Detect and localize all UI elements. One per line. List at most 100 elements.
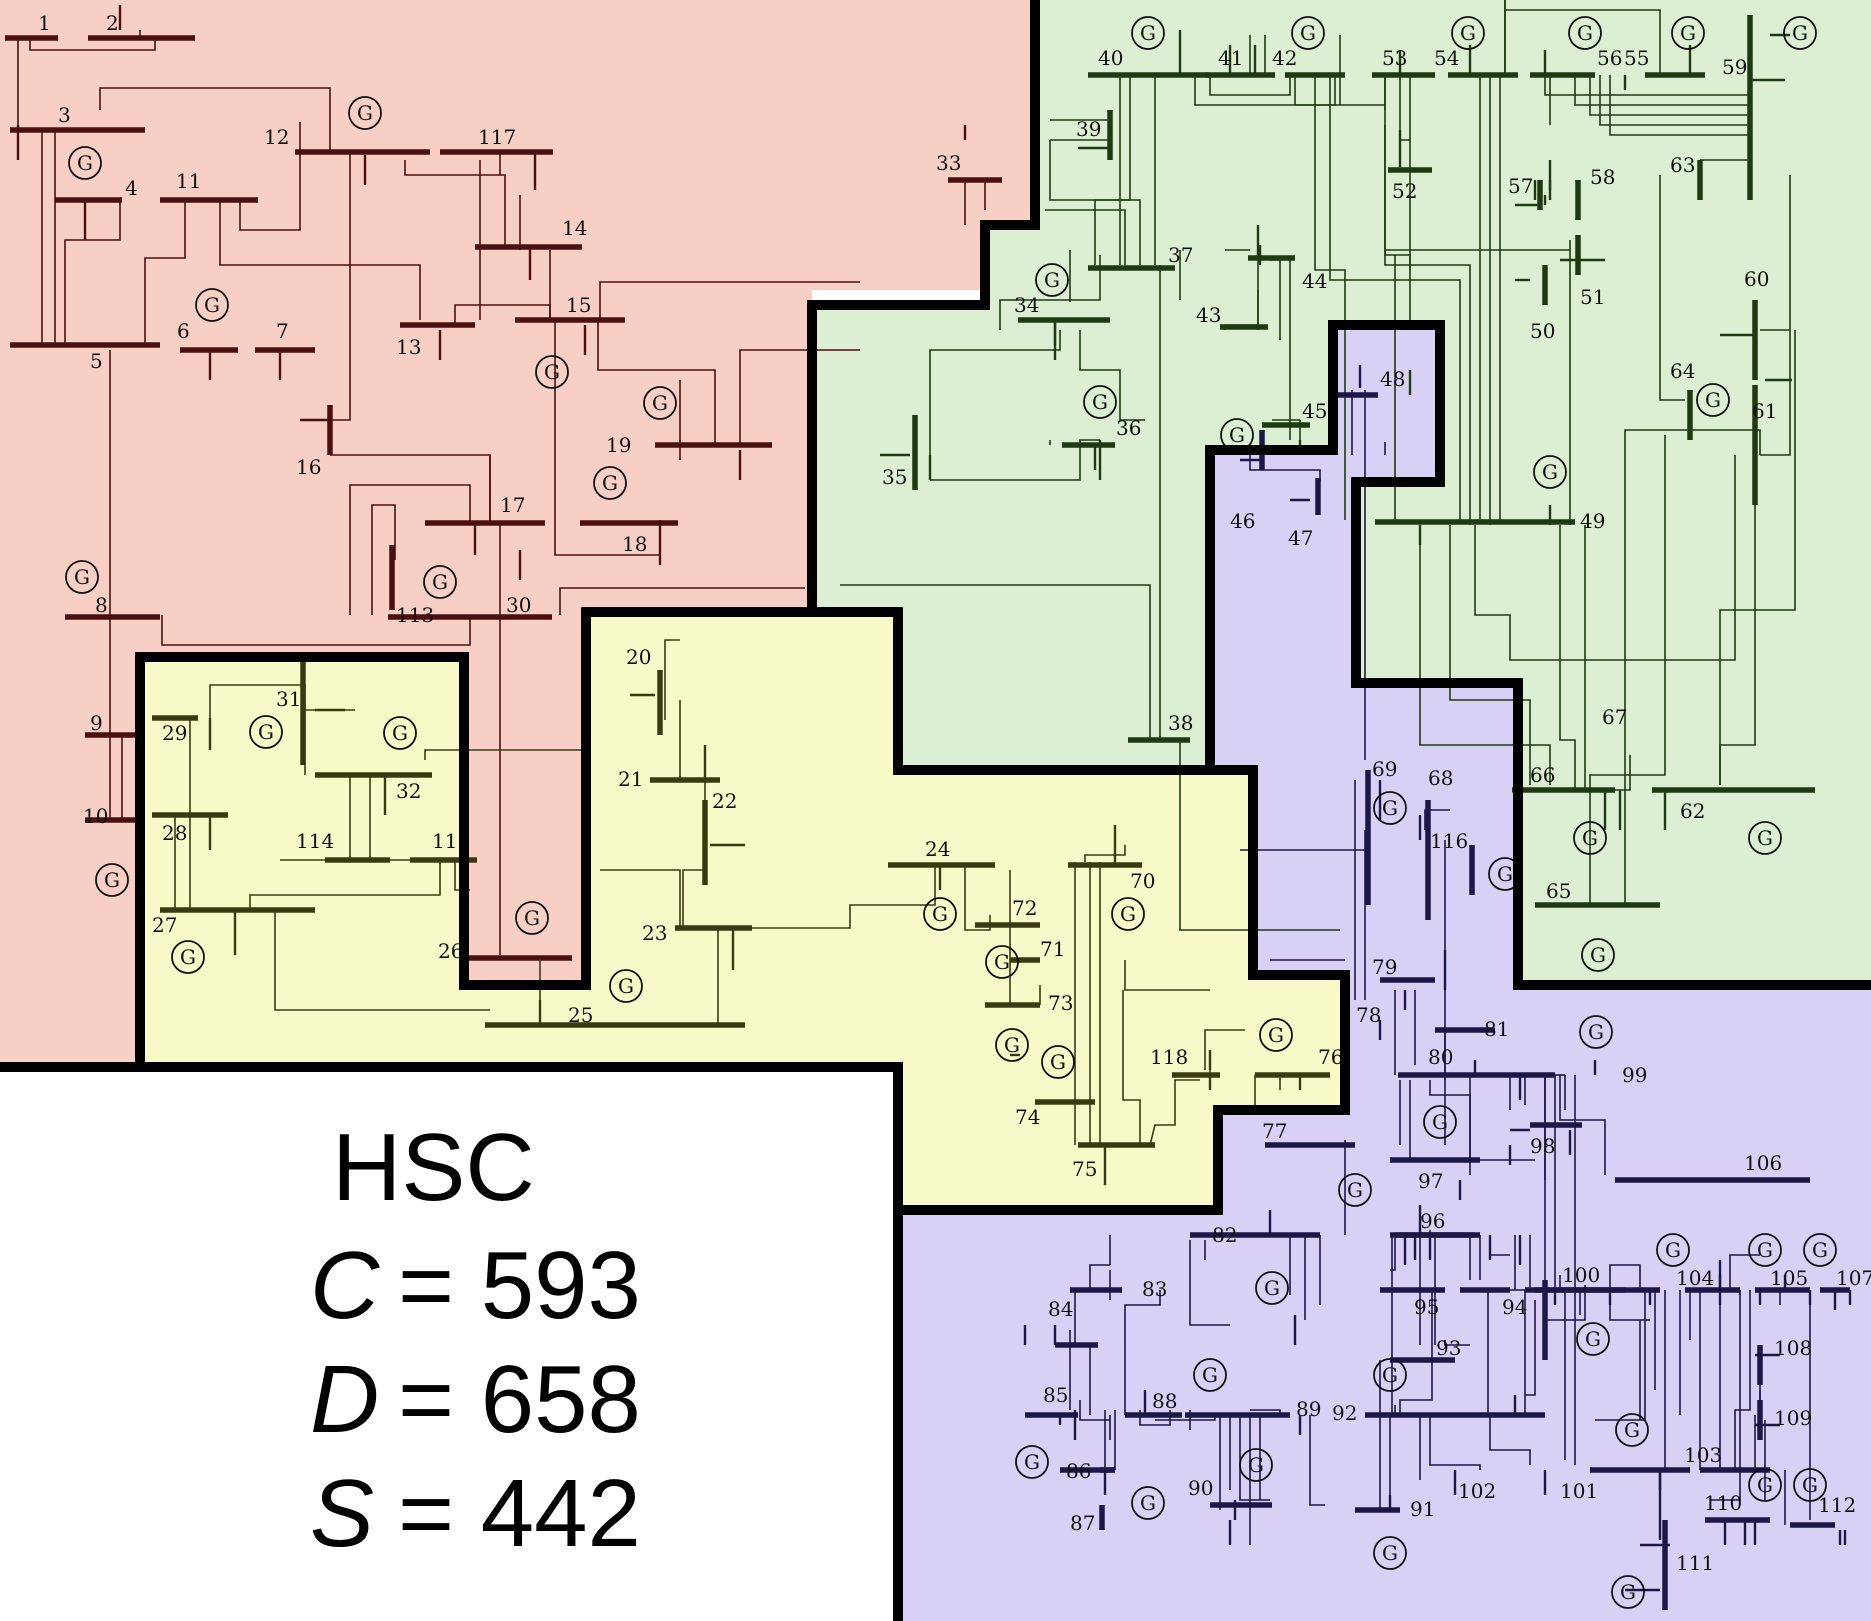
bus-label-8: 8	[95, 593, 108, 617]
generator-letter-19: G	[1542, 460, 1558, 484]
info-s-value: = 442	[398, 1460, 641, 1567]
generator-letter-42: G	[1665, 1238, 1681, 1262]
bus-label-63: 63	[1670, 153, 1695, 177]
generator-letter-31: G	[1004, 1033, 1020, 1057]
bus-label-100: 100	[1562, 1263, 1600, 1287]
bus-label-106: 106	[1744, 1151, 1782, 1175]
generator-letter-16: G	[1792, 21, 1808, 45]
bus-label-73: 73	[1048, 991, 1073, 1015]
bus-label-69: 69	[1372, 757, 1397, 781]
generator-letter-35: G	[1382, 796, 1398, 820]
generators	[65, 16, 1837, 1609]
bus-label-51: 51	[1580, 285, 1605, 309]
bus-label-45: 45	[1302, 399, 1327, 423]
bus-label-7: 7	[276, 319, 289, 343]
generator-letter-6: G	[602, 471, 618, 495]
generator-red	[65, 96, 677, 935]
generator-letter-30: G	[994, 950, 1010, 974]
generator-letter-27: G	[618, 974, 634, 998]
generator-letter-49: G	[1624, 1418, 1640, 1442]
bus-label-6: 6	[177, 319, 190, 343]
bus-label-52: 52	[1392, 179, 1417, 203]
bus-label-87: 87	[1070, 1511, 1095, 1535]
purple-zone-network	[1023, 365, 1852, 1610]
bus-label-21: 21	[618, 767, 643, 791]
bus-label-117: 117	[478, 125, 516, 149]
generator-letter-13: G	[1460, 21, 1476, 45]
generator-letter-7: G	[432, 570, 448, 594]
bus-label-5: 5	[90, 349, 103, 373]
generator-letter-33: G	[1268, 1023, 1284, 1047]
generator-letter-52: G	[1757, 1473, 1773, 1497]
bus-label-95: 95	[1414, 1295, 1439, 1319]
generator-letter-9: G	[104, 868, 120, 892]
bus-label-17: 17	[500, 493, 525, 517]
generator-letter-32: G	[1050, 1050, 1066, 1074]
bus-label-3: 3	[58, 103, 71, 127]
info-panel: HSC C = 593 D = 658 S = 442	[310, 1114, 641, 1567]
bus-label-103: 103	[1684, 1443, 1722, 1467]
bus-label-94: 94	[1502, 1295, 1527, 1319]
bus-label-60: 60	[1744, 267, 1769, 291]
bus-label-86: 86	[1066, 1459, 1091, 1483]
bus-label-76: 76	[1318, 1045, 1343, 1069]
generator-letter-4: G	[544, 360, 560, 384]
bus-label-83: 83	[1142, 1277, 1167, 1301]
bus-label-99: 99	[1622, 1063, 1647, 1087]
generator-letter-10: G	[524, 906, 540, 930]
bus-label-109: 109	[1774, 1406, 1812, 1430]
bus-label-98: 98	[1530, 1134, 1555, 1158]
red-zone-network	[5, 5, 1002, 961]
info-c-value: = 593	[398, 1232, 641, 1339]
bus-label-67: 67	[1602, 705, 1627, 729]
generator-letter-11: G	[1140, 21, 1156, 45]
bus-label-30: 30	[506, 593, 531, 617]
bus-label-97: 97	[1418, 1169, 1443, 1193]
generator-green	[1035, 16, 1817, 972]
info-panel-background	[0, 1067, 898, 1621]
bus-label-43: 43	[1196, 303, 1221, 327]
bus-label-34: 34	[1014, 293, 1039, 317]
generator-letter-3: G	[204, 293, 220, 317]
bus-label-40: 40	[1098, 46, 1123, 70]
bus-label-15: 15	[566, 293, 591, 317]
bus-label-23: 23	[642, 921, 667, 945]
bus-label-11: 11	[176, 169, 201, 193]
generator-letter-37: G	[1588, 1020, 1604, 1044]
bus-label-91: 91	[1410, 1497, 1435, 1521]
generator-letter-43: G	[1757, 1238, 1773, 1262]
generator-letter-46: G	[1382, 1363, 1398, 1387]
bus-label-105: 105	[1770, 1266, 1808, 1290]
bus-label-113: 113	[396, 603, 434, 627]
bus-label-47: 47	[1288, 526, 1313, 550]
green-zone	[812, 0, 1871, 985]
bus-label-18: 18	[622, 532, 647, 556]
bus-label-70: 70	[1130, 869, 1155, 893]
bus-label-79: 79	[1372, 955, 1397, 979]
bus-label-116: 116	[1430, 829, 1468, 853]
generator-letter-22: G	[1757, 826, 1773, 850]
yellow-zone-network	[152, 639, 1330, 1185]
bus-label-61: 61	[1752, 399, 1777, 423]
bus-label-19: 19	[606, 433, 631, 457]
bus-label-33: 33	[936, 151, 961, 175]
bus-label-89: 89	[1296, 1397, 1321, 1421]
bus-label-112: 112	[1818, 1493, 1856, 1517]
generator-letter-44: G	[1812, 1238, 1828, 1262]
bus-label-22: 22	[712, 789, 737, 813]
generator-letter-51: G	[1382, 1541, 1398, 1565]
bus-label-92: 92	[1332, 1401, 1357, 1425]
bus-label-10: 10	[83, 804, 108, 828]
info-d-value: = 658	[398, 1346, 641, 1453]
bus-label-54: 54	[1434, 46, 1459, 70]
generator-letter-5: G	[652, 391, 668, 415]
bus-label-27: 27	[152, 913, 177, 937]
bus-label-82: 82	[1212, 1223, 1237, 1247]
bus-label-102: 102	[1458, 1479, 1496, 1503]
info-d-variable: D	[310, 1346, 379, 1453]
bus-label-77: 77	[1262, 1119, 1287, 1143]
bus-label-62: 62	[1680, 799, 1705, 823]
generator-letter-45: G	[1202, 1363, 1218, 1387]
bus-label-72: 72	[1012, 896, 1037, 920]
